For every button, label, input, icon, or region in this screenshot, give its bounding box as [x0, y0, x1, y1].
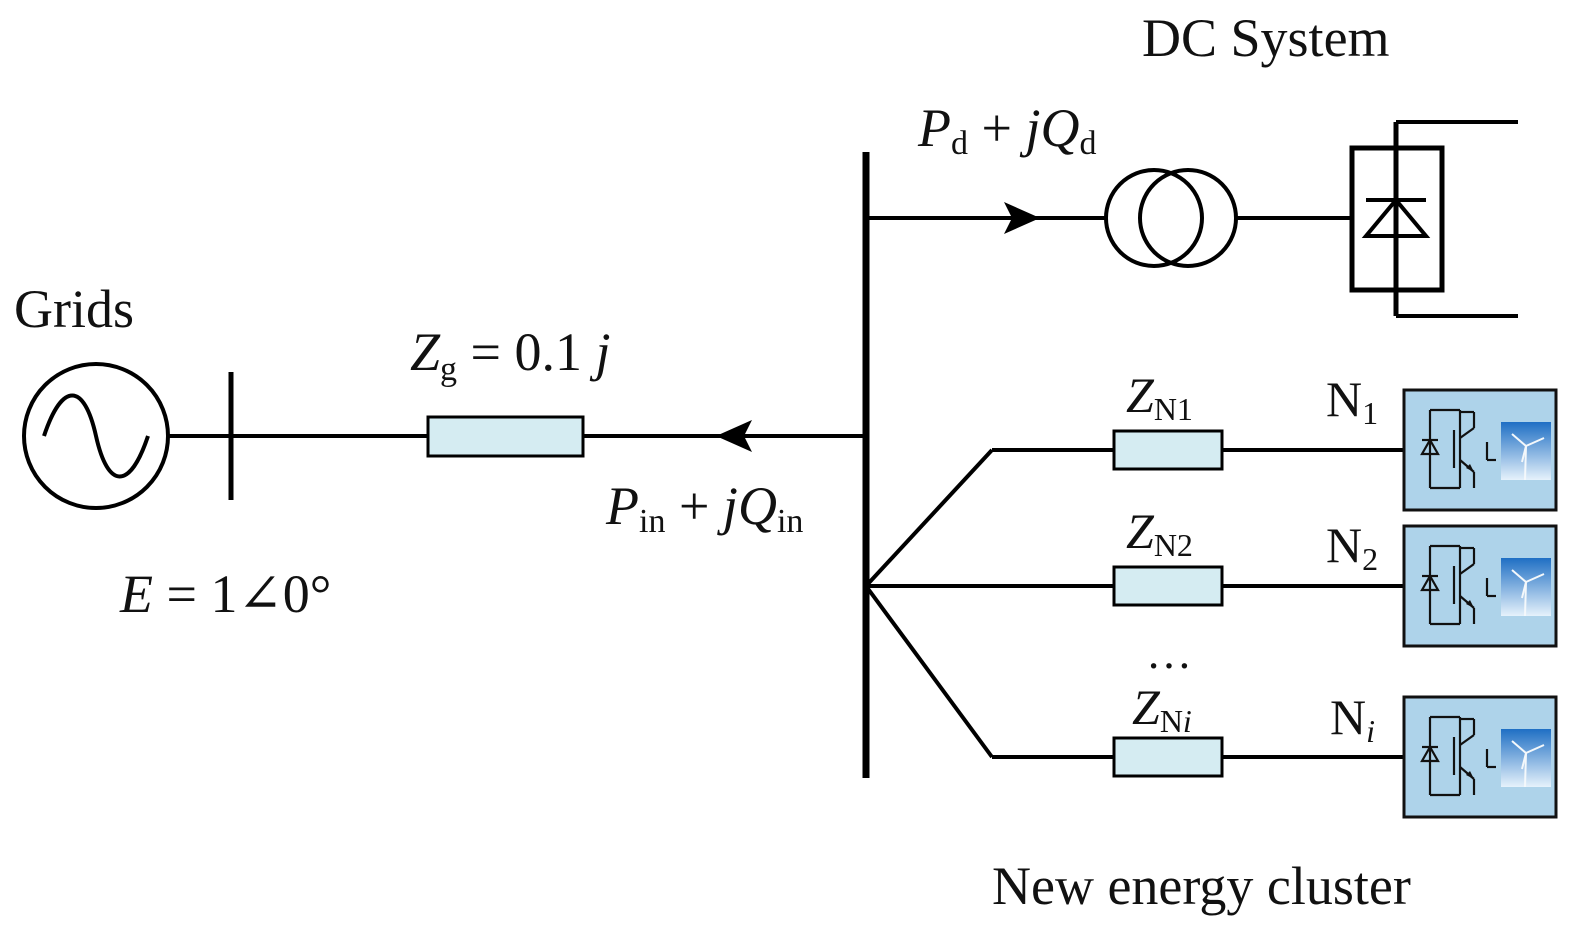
pin-formula: Pin + jQin: [605, 476, 803, 540]
impedance-zn1: [1112, 429, 1224, 471]
zn1-label: ZN1: [1126, 367, 1193, 427]
node-n1-label: N1: [1326, 371, 1378, 431]
pin-arrow: [716, 420, 752, 452]
igbt-converter-icon: [1402, 695, 1558, 819]
zni-label: ZNi: [1132, 679, 1192, 739]
impedance-zni: [1112, 736, 1224, 778]
impedance-zg: [426, 415, 585, 458]
transformer-icon: [1104, 168, 1238, 268]
ellipsis-label: …: [1146, 627, 1192, 678]
grids-label: Grids: [14, 279, 134, 339]
new-energy-cluster-label: New energy cluster: [992, 856, 1411, 916]
node-ni-label: Ni: [1330, 689, 1375, 749]
e-formula: E = 1∠0°: [119, 564, 331, 624]
dc-system-label: DC System: [1142, 8, 1390, 68]
rectifier-diode-icon: [1349, 120, 1518, 318]
impedance-zn2: [1112, 565, 1224, 607]
pd-arrow: [1004, 202, 1040, 234]
node-n2-label: N2: [1326, 517, 1378, 577]
pd-formula: Pd + jQd: [917, 98, 1096, 162]
ac-source-icon: [22, 362, 170, 510]
zn2-label: ZN2: [1126, 503, 1193, 563]
branch-wiring: [864, 448, 1404, 759]
igbt-converter-icon: [1402, 524, 1558, 648]
igbt-converter-icon: [1402, 388, 1558, 512]
zg-formula: Zg = 0.1 j: [410, 322, 611, 388]
